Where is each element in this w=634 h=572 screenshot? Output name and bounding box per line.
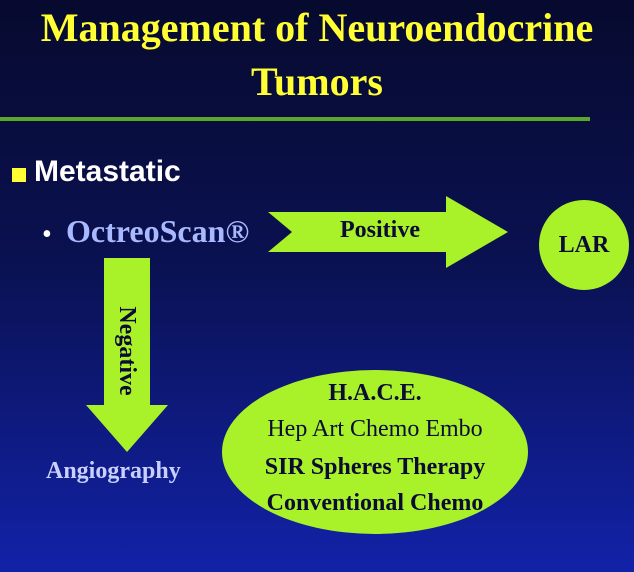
hace-line: Conventional Chemo [266, 490, 484, 516]
positive-label: Positive [340, 217, 420, 243]
positive-arrow [268, 196, 508, 268]
hace-node: H.A.C.E. Hep Art Chemo Embo SIR Spheres … [222, 370, 528, 534]
angiography-label: Angiography [46, 458, 181, 484]
hace-line: Hep Art Chemo Embo [267, 416, 483, 442]
negative-arrow [86, 258, 168, 452]
slide-title-line-1: Management of Neuroendocrine [40, 5, 594, 50]
hace-line: H.A.C.E. [328, 380, 422, 406]
slide-title-line-2: Tumors [251, 59, 383, 104]
negative-label: Negative [114, 306, 140, 396]
sub-bullet-dot: • [42, 219, 52, 250]
bullet-metastatic: Metastatic [34, 155, 181, 188]
title-divider [0, 117, 590, 121]
lar-label: LAR [558, 231, 610, 258]
square-bullet-icon [12, 168, 26, 182]
hace-line: SIR Spheres Therapy [264, 454, 486, 480]
lar-node: LAR [539, 200, 629, 290]
octreoscan-label: OctreoScan® [66, 213, 250, 249]
